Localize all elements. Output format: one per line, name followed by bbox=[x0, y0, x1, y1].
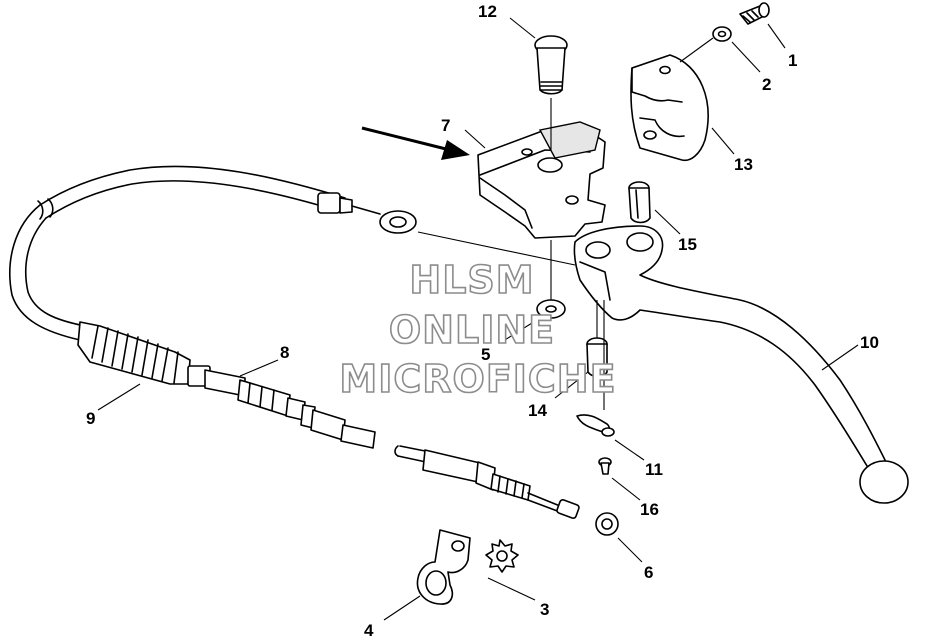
cable-adjuster bbox=[187, 365, 376, 449]
cable-end-eyelet bbox=[379, 210, 417, 234]
watermark-line-1: HLSM bbox=[409, 258, 534, 302]
star-washer bbox=[485, 539, 519, 573]
cable-boot bbox=[77, 321, 191, 385]
pivot-bushing bbox=[628, 181, 651, 224]
clutch-cable bbox=[9, 165, 417, 341]
clip-screw bbox=[598, 457, 612, 475]
callout-8: 8 bbox=[280, 343, 289, 362]
callout-3: 3 bbox=[540, 600, 549, 619]
pivot-pin bbox=[534, 35, 568, 150]
handlebar-clamp bbox=[630, 54, 709, 162]
cable-clip bbox=[416, 529, 471, 605]
callout-16: 16 bbox=[640, 500, 659, 519]
callout-5: 5 bbox=[481, 345, 490, 364]
clamp-screw bbox=[739, 2, 770, 25]
clamp-washer bbox=[679, 26, 732, 63]
cable-lower-end bbox=[394, 445, 580, 519]
watermark: HLSM ONLINE MICROFICHE bbox=[339, 257, 617, 402]
watermark-line-3: MICROFICHE bbox=[339, 357, 616, 401]
callout-labels: 1 2 3 4 5 6 7 8 9 10 11 12 13 14 15 16 bbox=[86, 2, 879, 640]
callout-12: 12 bbox=[478, 2, 497, 21]
callout-14: 14 bbox=[528, 401, 547, 420]
cable-ferrule-upper bbox=[317, 192, 341, 214]
lever-bracket bbox=[477, 121, 606, 239]
callout-15: 15 bbox=[678, 235, 697, 254]
pointer-arrow bbox=[361, 126, 470, 160]
lever-ball-end bbox=[859, 460, 909, 504]
retaining-clip bbox=[576, 414, 615, 437]
callout-13: 13 bbox=[734, 155, 753, 174]
callout-6: 6 bbox=[644, 563, 653, 582]
callout-10: 10 bbox=[860, 333, 879, 352]
callout-leaders bbox=[97, 17, 859, 621]
bracket-washer bbox=[536, 240, 566, 319]
watermark-line-2: ONLINE bbox=[389, 308, 555, 352]
clutch-lever bbox=[573, 225, 909, 504]
cable-washer bbox=[595, 512, 619, 536]
callout-4: 4 bbox=[364, 621, 374, 640]
callout-1: 1 bbox=[788, 51, 797, 70]
callout-7: 7 bbox=[441, 116, 450, 135]
callout-9: 9 bbox=[86, 409, 95, 428]
callout-11: 11 bbox=[645, 460, 663, 479]
callout-2: 2 bbox=[762, 75, 771, 94]
lever-pin bbox=[586, 300, 608, 410]
assembly-line bbox=[417, 231, 576, 266]
